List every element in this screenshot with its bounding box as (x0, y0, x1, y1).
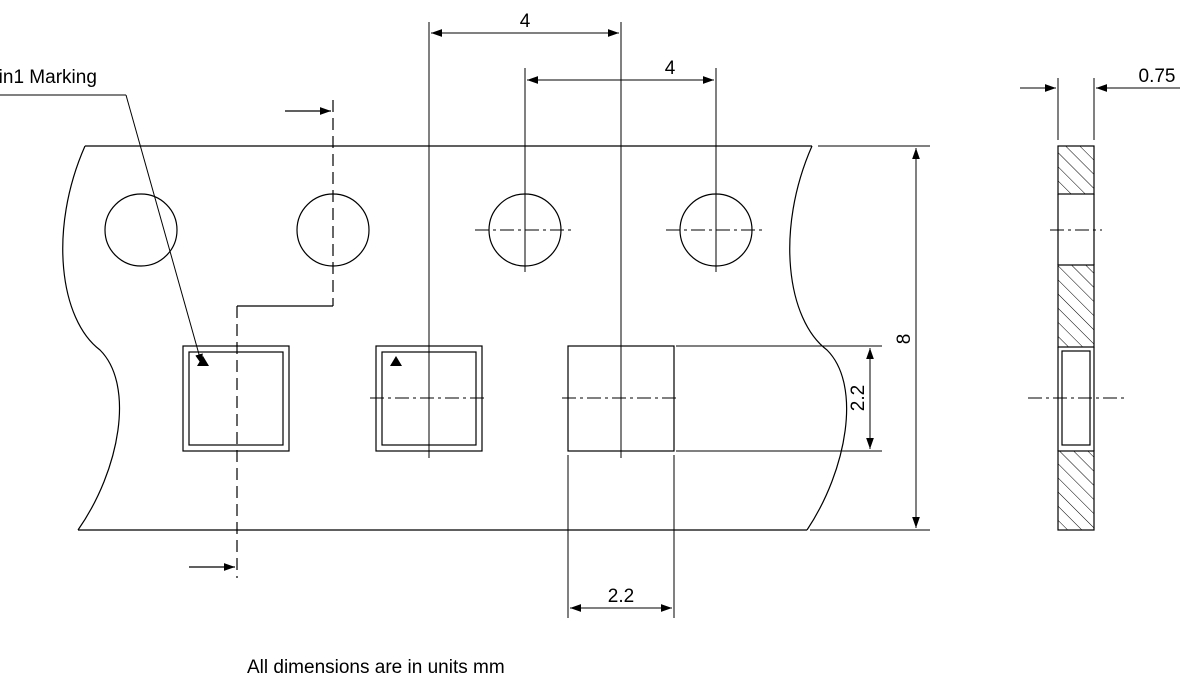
pitch-dimension-second: 4 (524, 58, 717, 272)
package-height-label: 2.2 (848, 385, 869, 411)
units-note: All dimensions are in units mm (247, 657, 505, 675)
tape-width-label: 8 (894, 334, 915, 345)
package-width-label: 2.2 (608, 586, 634, 607)
sprocket-hole-1 (104, 193, 178, 267)
pin-marking-label: Pin1 Marking (0, 67, 97, 88)
sprocket-holes (104, 193, 766, 267)
carrier-tape-outline (62, 145, 848, 531)
package-height-dimension: 2.2 (676, 345, 882, 452)
package-width-dimension: 2.2 (567, 455, 675, 618)
side-section-view (1028, 145, 1125, 531)
thickness-label: 0.75 (1139, 66, 1176, 87)
pin1-marker-icon (390, 356, 402, 366)
pitch-top-label: 4 (520, 11, 531, 32)
pitch-dimension-top: 4 (428, 11, 622, 458)
tape-width-dimension: 8 (810, 145, 930, 531)
package-pocket-1 (182, 345, 290, 452)
section-cut-line (189, 100, 334, 578)
pin1-marker-icon (197, 356, 209, 366)
pin-marking-callout: Pin1 Marking (0, 67, 203, 366)
pitch-second-label: 4 (665, 58, 676, 79)
thickness-dimension: 0.75 (1020, 66, 1180, 140)
